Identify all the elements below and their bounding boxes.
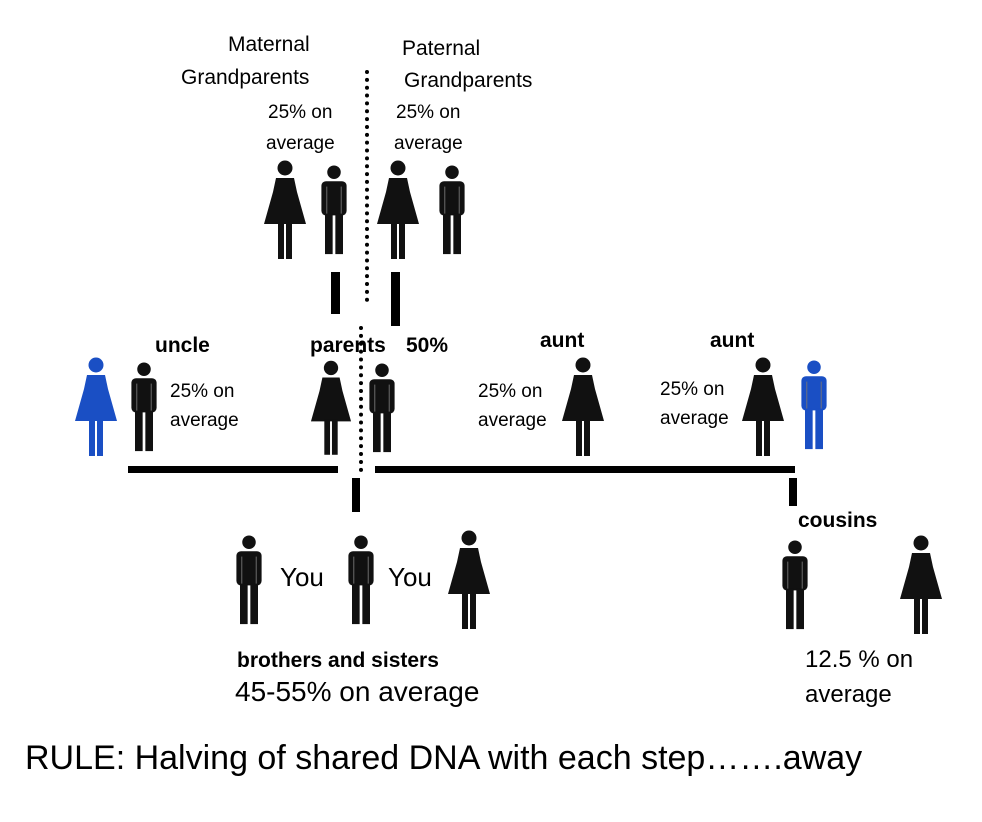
brother-icon <box>231 530 267 630</box>
grandmother-maternal-icon <box>263 160 307 260</box>
parents-label: parents <box>310 334 386 357</box>
cousin-male-icon <box>777 535 813 635</box>
mother-icon <box>310 358 352 458</box>
uncle-average: average <box>170 410 239 431</box>
lineage-divider-top <box>365 70 369 302</box>
aunt-label-2: aunt <box>710 329 755 352</box>
paternal-pct: 25% on <box>396 102 461 123</box>
grandmother-paternal-icon <box>376 160 420 260</box>
aunt-connector <box>375 466 795 473</box>
maternal-grandparents-label: Grandparents <box>181 66 310 89</box>
lineage-divider-parents <box>359 326 363 472</box>
uncle-label: uncle <box>155 334 210 357</box>
siblings-pct: 45-55% on average <box>235 676 480 707</box>
aunt-spouse-icon <box>796 355 832 455</box>
aunt-pct: 25% on <box>478 381 543 402</box>
siblings-connector <box>352 478 360 512</box>
maternal-label: Maternal <box>228 33 310 56</box>
grandfather-paternal-icon <box>434 160 470 260</box>
paternal-grandparents-label: Grandparents <box>404 69 533 92</box>
uncle-icon <box>126 357 162 457</box>
aunt-icon <box>561 357 605 457</box>
cousins-pct: 12.5 % on <box>805 646 914 673</box>
parents-pct: 50% <box>406 334 449 357</box>
cousin-female-icon <box>897 535 945 635</box>
maternal-pct: 25% on <box>268 102 333 123</box>
aunt-label: aunt <box>540 329 585 352</box>
you-icon <box>343 530 379 630</box>
paternal-connector <box>391 272 400 326</box>
maternal-connector <box>331 272 340 314</box>
uncle-spouse-icon <box>72 357 120 457</box>
you-label-2: You <box>388 562 432 592</box>
aunt-icon-2 <box>740 357 786 457</box>
rule-text: RULE: Halving of shared DNA with each st… <box>25 739 863 777</box>
cousins-connector <box>789 478 797 506</box>
siblings-label: brothers and sisters <box>237 649 439 672</box>
sister-icon <box>446 530 492 630</box>
cousins-average: average <box>805 681 892 708</box>
uncle-pct: 25% on <box>170 381 235 402</box>
paternal-average: average <box>394 133 463 154</box>
aunt-average-2: average <box>660 408 729 429</box>
aunt-average: average <box>478 410 547 431</box>
paternal-label: Paternal <box>402 37 481 60</box>
grandfather-maternal-icon <box>316 160 352 260</box>
you-label: You <box>280 562 324 592</box>
maternal-average: average <box>266 133 335 154</box>
father-icon <box>364 358 400 458</box>
cousins-label: cousins <box>798 509 878 532</box>
uncle-connector <box>128 466 338 473</box>
aunt-pct-2: 25% on <box>660 379 725 400</box>
